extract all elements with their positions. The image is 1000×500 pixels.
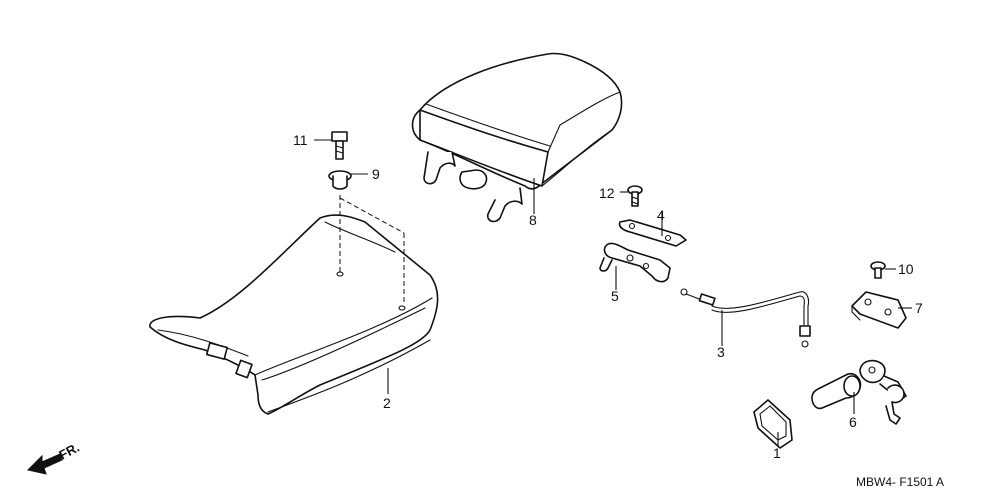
callout-11: 11 <box>293 132 308 148</box>
rear-seat-part <box>411 52 623 223</box>
seat-mount-hole-front <box>336 271 344 277</box>
callout-7: 7 <box>915 300 923 316</box>
main-seat-part <box>149 214 439 415</box>
callout-4: 4 <box>657 207 665 223</box>
callout-5: 5 <box>611 288 619 304</box>
key-cylinder-part <box>811 359 907 425</box>
callout-2: 2 <box>383 395 391 411</box>
collar-part <box>328 170 352 190</box>
callout-9: 9 <box>372 166 380 182</box>
small-screw-part <box>870 261 886 279</box>
callout-3: 3 <box>717 344 725 360</box>
screw-part <box>627 185 643 207</box>
bolt-part <box>331 131 348 160</box>
callout-6: 6 <box>849 414 857 430</box>
callout-12: 12 <box>599 185 615 201</box>
bracket-part <box>851 291 907 329</box>
plate-part <box>618 219 687 247</box>
callout-8: 8 <box>529 212 537 228</box>
mounting-guide-lines <box>339 195 405 305</box>
seal-part <box>753 399 793 449</box>
callout-1: 1 <box>773 445 781 461</box>
front-arrow-icon <box>27 453 63 475</box>
callout-10: 10 <box>898 261 914 277</box>
latch-part <box>599 242 671 283</box>
cable-part <box>680 288 811 348</box>
front-direction-indicator: FR. <box>27 440 82 475</box>
diagram-code: MBW4- F1501 A <box>856 475 944 489</box>
seat-mount-hole-rear <box>398 305 406 311</box>
